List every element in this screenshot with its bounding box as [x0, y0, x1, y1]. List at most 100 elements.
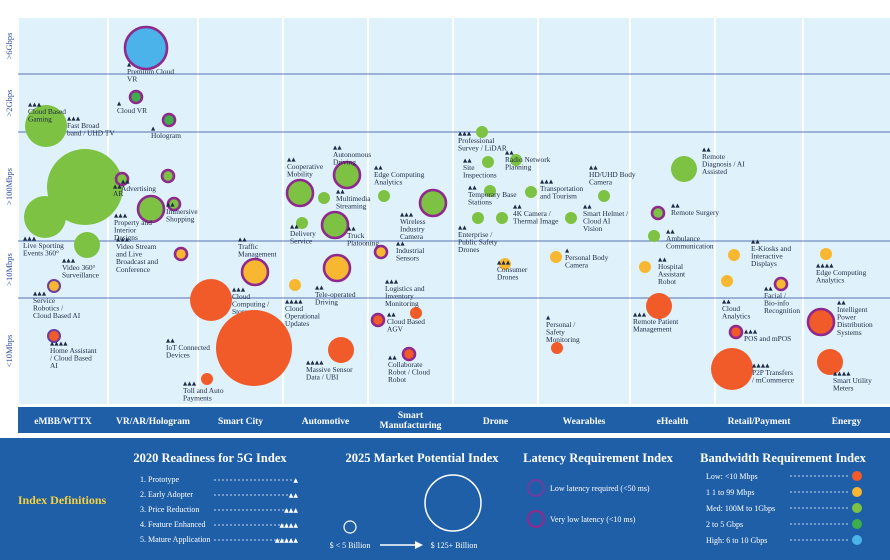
bubble	[123, 25, 169, 71]
readiness-marker: ▲▲	[583, 204, 592, 210]
latency-item: Low latency required (<50 ms)	[550, 484, 650, 493]
market-title: 2025 Market Potential Index	[345, 451, 499, 465]
bubble	[401, 346, 417, 362]
category-cell	[19, 407, 107, 433]
category-cell	[631, 407, 714, 433]
readiness-marker: ▲▲	[764, 286, 773, 292]
readiness-marker: ▲▲▲▲	[306, 360, 324, 366]
bubble-label: Remote Surgery	[671, 208, 719, 217]
bubble	[806, 307, 836, 337]
band-label: >2Gbps	[4, 90, 14, 117]
bandwidth-swatch	[852, 503, 862, 513]
readiness-marker: ▲▲▲	[67, 116, 81, 122]
readiness-marker: ▲▲	[666, 229, 675, 235]
market-small-circle	[343, 520, 357, 534]
category-cell	[199, 407, 282, 433]
readiness-marker: ▲▲▲▲	[833, 371, 851, 377]
bubble	[25, 105, 67, 147]
readiness-item: 2. Early Adopter	[140, 490, 193, 499]
bubble	[161, 112, 177, 128]
bubble	[639, 261, 651, 273]
bubble	[328, 337, 354, 363]
bandwidth-swatch	[852, 519, 862, 529]
category-cell	[454, 407, 537, 433]
readiness-marker: ▲	[546, 315, 551, 321]
bubble	[646, 293, 672, 319]
readiness-marker: ▲▲	[837, 300, 846, 306]
bandwidth-swatch	[852, 471, 862, 481]
bubble	[410, 307, 422, 319]
bubble	[114, 171, 130, 187]
market-small-label: $ < 5 Billion	[330, 541, 371, 550]
readiness-marker: ▲▲▲	[385, 279, 399, 285]
readiness-marker: ▲▲	[333, 145, 342, 151]
readiness-marker: ▲▲▲	[497, 260, 511, 266]
band-label: >10Mbps	[4, 253, 14, 286]
bandwidth-title: Bandwidth Requirement Index	[700, 451, 867, 465]
legend-background	[0, 438, 890, 560]
readiness-marker: ▲	[117, 101, 122, 107]
bubble	[136, 194, 166, 224]
market-large-label: $ 125+ Billion	[431, 541, 478, 550]
readiness-marker: ▲▲▲	[33, 291, 47, 297]
category-cell	[716, 407, 802, 433]
readiness-marker: ▲▲▲	[284, 507, 298, 514]
readiness-marker: ▲▲	[287, 157, 296, 163]
readiness-marker: ▲▲▲	[400, 212, 414, 218]
bubble	[47, 279, 61, 293]
readiness-marker: ▲▲▲	[28, 102, 42, 108]
readiness-marker: ▲	[293, 477, 298, 484]
readiness-marker: ▲	[151, 126, 156, 132]
readiness-marker: ▲▲▲	[232, 287, 246, 293]
bubble	[418, 188, 448, 218]
bubble	[47, 329, 61, 343]
bubble	[47, 149, 123, 225]
category-cell	[369, 407, 452, 433]
bubble-label: Advertising	[121, 184, 156, 193]
bubble	[773, 276, 789, 292]
readiness-marker: ▲▲▲▲	[280, 522, 299, 529]
bubble	[648, 230, 660, 242]
category-cell	[539, 407, 629, 433]
readiness-marker: ▲▲▲	[116, 237, 130, 243]
bubble	[24, 196, 66, 238]
readiness-marker: ▲▲▲	[744, 329, 758, 335]
readiness-item: 4. Feature Enhanced	[140, 520, 206, 529]
category-label: eMBB/WTTX	[34, 417, 92, 427]
latency-swatch	[526, 478, 546, 498]
bubble	[370, 312, 386, 328]
bubble-label: Video 360°Surveillance	[62, 263, 100, 280]
readiness-marker: ▲▲▲	[23, 236, 37, 242]
readiness-marker: ▲▲	[396, 241, 405, 247]
readiness-marker: ▲	[565, 248, 570, 254]
bubble	[721, 275, 733, 287]
bubble	[671, 156, 697, 182]
bubble	[711, 348, 753, 390]
